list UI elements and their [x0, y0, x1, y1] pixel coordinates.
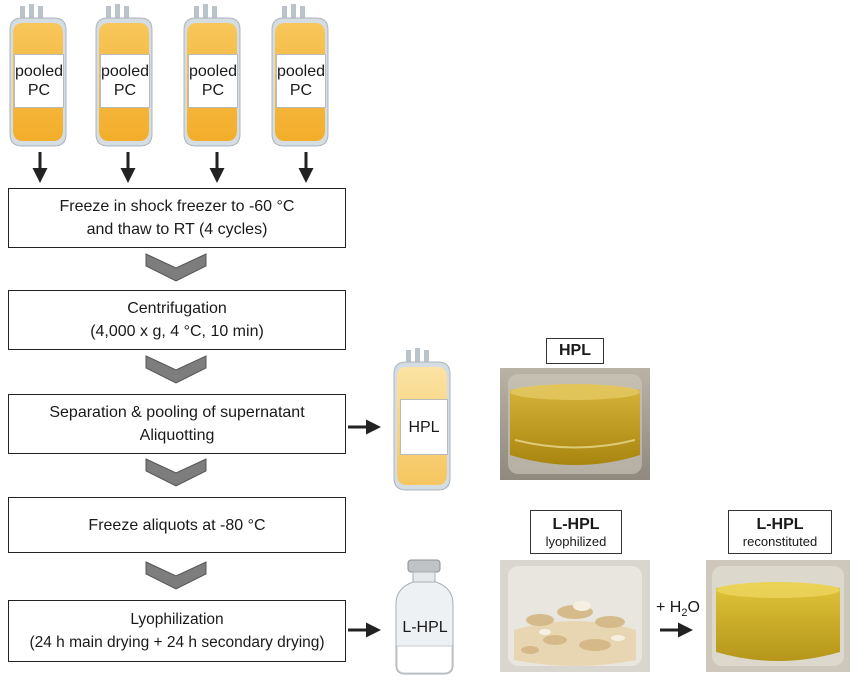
step-freeze-thaw: Freeze in shock freezer to -60 °C and th… [8, 188, 346, 248]
step-centrifugation: Centrifugation (4,000 x g, 4 °C, 10 min) [8, 290, 346, 350]
step-lyophilization: Lyophilization (24 h main drying + 24 h … [8, 600, 346, 662]
photo-tag-hpl: HPL [546, 338, 604, 364]
step-4-line1: Freeze aliquots at -80 °C [88, 516, 266, 534]
lhpl-vial [395, 559, 454, 675]
bag-label-3: pooled PC [188, 54, 238, 108]
bag-label-3-line2: PC [201, 82, 225, 99]
photo-tag-hpl-title: HPL [559, 342, 591, 359]
step-2-line2: (4,000 x g, 4 °C, 10 min) [90, 323, 264, 340]
water-label-sub: 2 [681, 607, 688, 620]
chevron-icon-1 [145, 253, 207, 282]
bag-label-3-line1: pooled [188, 63, 238, 80]
bag-label-4: pooled PC [276, 54, 326, 108]
bag-label-1-line2: PC [27, 82, 51, 99]
photo-tag-reconstituted-title: L-HPL [756, 515, 804, 533]
photo-tag-lyophilized: L-HPL lyophilized [530, 510, 622, 554]
bag-label-1: pooled PC [14, 54, 64, 108]
water-label-suffix: O [687, 599, 700, 616]
water-label: + H2O [656, 598, 706, 623]
lhpl-lyophilized-photo [500, 560, 650, 672]
chevron-icon-2 [145, 355, 207, 384]
step-5-line1: Lyophilization [130, 611, 224, 628]
chevron-icon-3 [145, 458, 207, 487]
hpl-photo [500, 368, 650, 480]
step-5-line2: (24 h main drying + 24 h secondary dryin… [29, 634, 325, 651]
water-label-prefix: + H [656, 599, 682, 616]
vial-label-text: L-HPL [402, 619, 448, 636]
photo-tag-lyophilized-title: L-HPL [552, 515, 600, 533]
step-freeze-aliquots: Freeze aliquots at -80 °C [8, 497, 346, 553]
step-1-line2: and thaw to RT (4 cycles) [86, 221, 268, 238]
bag-label-4-line1: pooled [276, 63, 326, 80]
bag-label-2-line2: PC [113, 82, 137, 99]
hpl-bag-label-text: HPL [408, 418, 440, 436]
photo-tag-reconstituted: L-HPL reconstituted [728, 510, 832, 554]
step-2-line1: Centrifugation [127, 300, 227, 317]
bag-label-4-line2: PC [289, 82, 313, 99]
step-separation-pooling: Separation & pooling of supernatant Aliq… [8, 394, 346, 454]
bag-down-arrows [32, 152, 314, 183]
step-3-line1: Separation & pooling of supernatant [49, 404, 305, 421]
bag-label-1-line1: pooled [14, 63, 64, 80]
photo-tag-lyophilized-subtitle: lyophilized [545, 533, 607, 549]
lhpl-reconstituted-photo [706, 560, 850, 672]
hpl-bag-label: HPL [400, 399, 448, 455]
step-3-line2: Aliquotting [139, 427, 215, 444]
step-1-line1: Freeze in shock freezer to -60 °C [59, 198, 295, 215]
chevron-icon-4 [145, 561, 207, 590]
bag-label-2: pooled PC [100, 54, 150, 108]
photo-tag-reconstituted-subtitle: reconstituted [742, 533, 818, 549]
vial-label: L-HPL [396, 618, 454, 638]
bag-label-2-line1: pooled [100, 63, 150, 80]
